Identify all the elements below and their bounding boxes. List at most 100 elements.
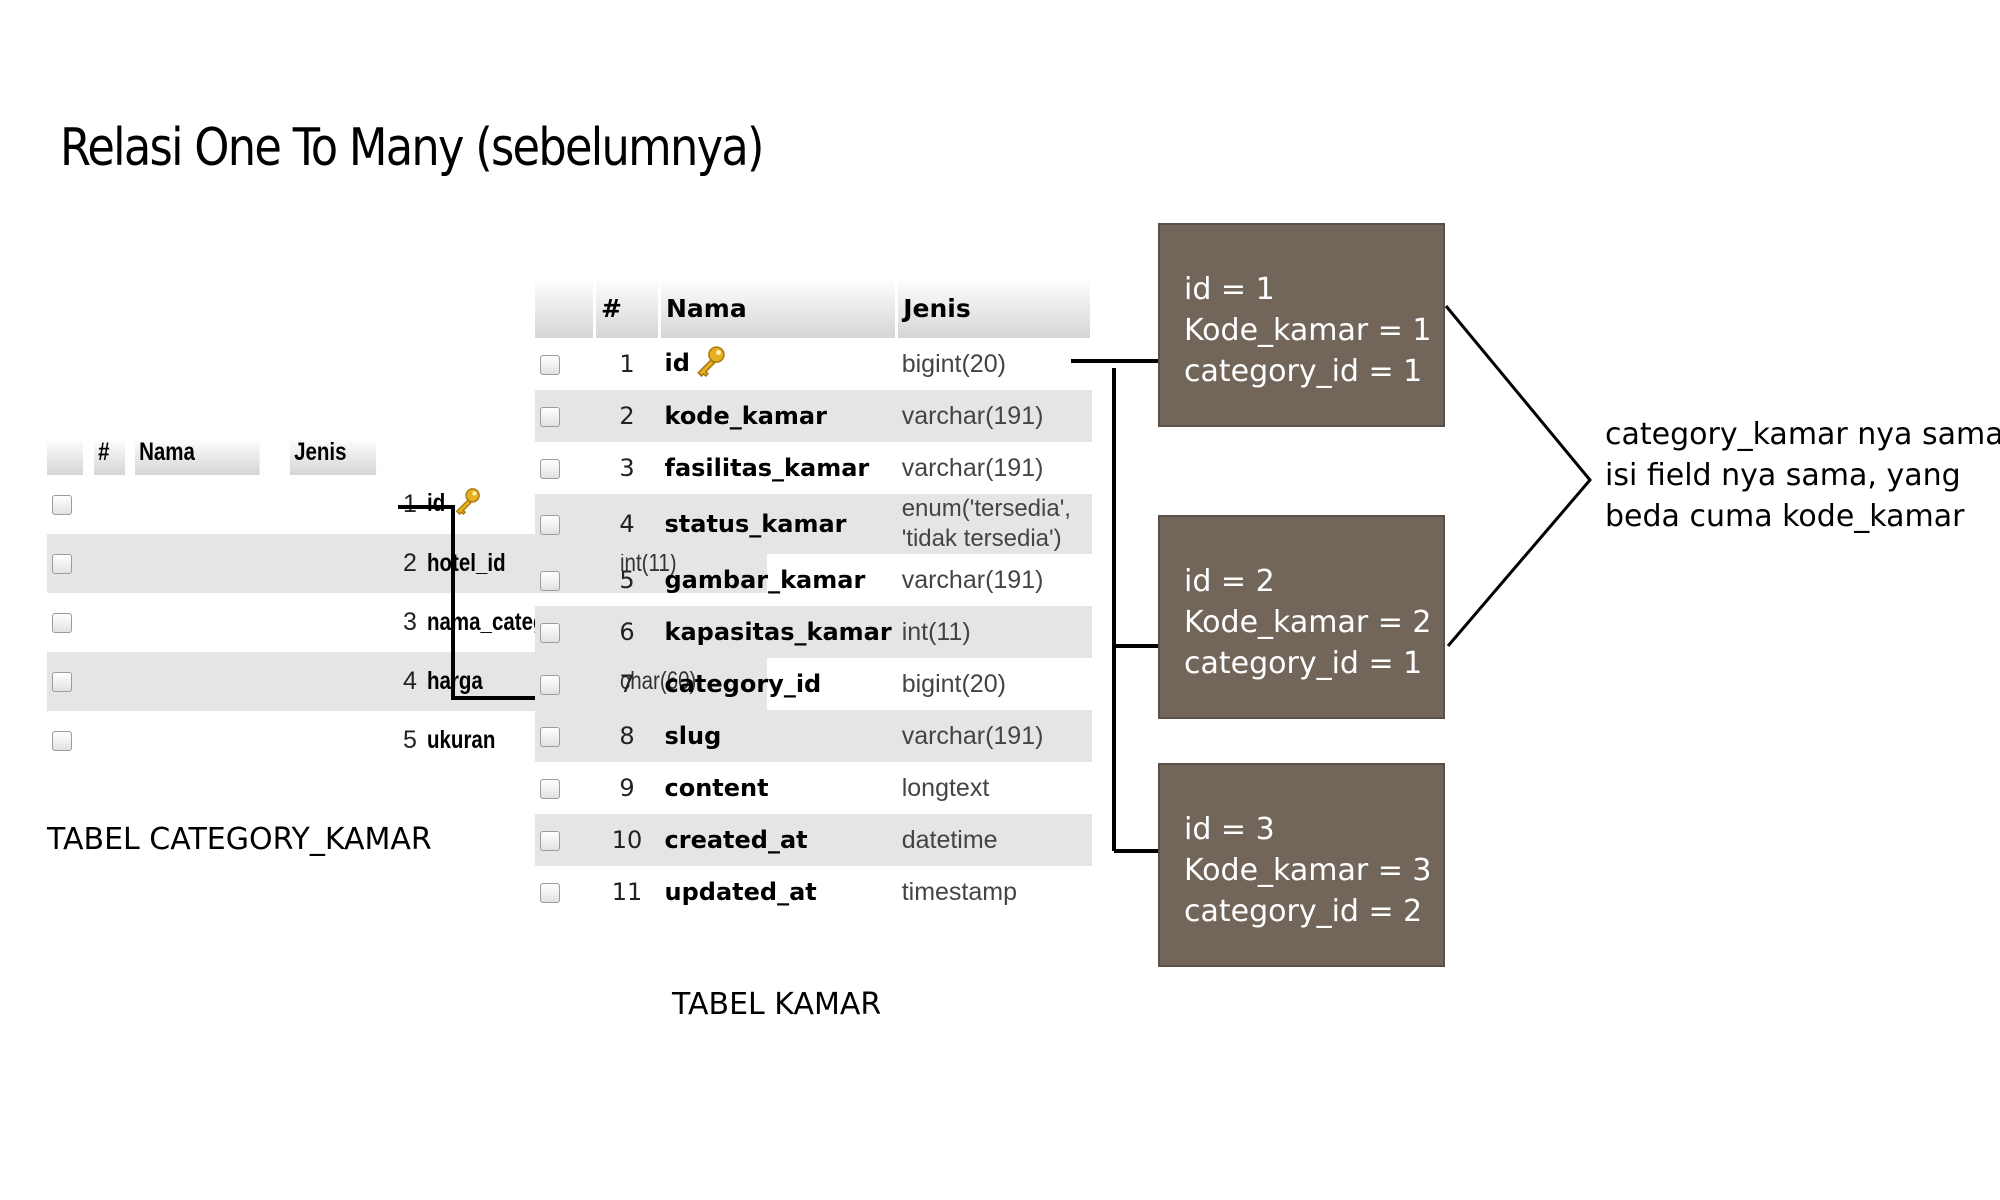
record-box-1: id = 1 Kode_kamar = 1 category_id = 1 — [1158, 223, 1445, 427]
field-name: slug — [664, 722, 722, 750]
row-number: 7 — [619, 670, 635, 698]
row-checkbox[interactable] — [540, 831, 560, 851]
field-name-cell: id — [660, 338, 897, 390]
note-bracket — [1444, 305, 1592, 647]
field-type-cell: bigint(20) — [897, 338, 1092, 390]
field-type-cell: varchar(191) — [897, 442, 1092, 494]
field-type: varchar(191) — [901, 721, 1044, 750]
field-type-cell: longtext — [897, 762, 1092, 814]
row-checkbox[interactable] — [540, 779, 560, 799]
field-name: updated_at — [664, 878, 817, 906]
row-checkbox[interactable] — [540, 675, 560, 695]
field-name-cell: category_id — [660, 658, 897, 710]
header-type: Jenis — [896, 278, 1094, 338]
field-name: content — [664, 774, 769, 802]
row-checkbox[interactable] — [52, 554, 72, 575]
row-checkbox-cell — [47, 652, 398, 711]
row-checkbox-cell — [535, 814, 595, 866]
field-name-cell: status_kamar — [659, 494, 897, 554]
row-checkbox-cell — [535, 710, 595, 762]
row-checkbox[interactable] — [540, 623, 560, 643]
field-name: status_kamar — [664, 510, 847, 538]
field-type: timestamp — [901, 877, 1018, 906]
row-number: 6 — [594, 606, 660, 658]
row-checkbox[interactable] — [52, 731, 72, 752]
table-header-row: # Nama Jenis — [535, 278, 1094, 338]
field-type: int(11) — [901, 617, 971, 646]
field-name-cell: kapasitas_kamar — [659, 606, 897, 658]
field-type-cell: datetime — [896, 814, 1092, 866]
row-number: 5 — [619, 566, 635, 594]
field-type-cell: varchar(191) — [897, 554, 1092, 606]
row-checkbox-cell — [47, 593, 398, 652]
field-name-cell: slug — [659, 710, 897, 762]
row-number: 1 — [619, 350, 635, 378]
row-checkbox[interactable] — [540, 459, 560, 479]
record-box-2: id = 2 Kode_kamar = 2 category_id = 1 — [1158, 515, 1445, 719]
field-type: bigint(20) — [901, 669, 1006, 698]
field-type: datetime — [901, 825, 998, 854]
row-checkbox[interactable] — [52, 495, 72, 516]
note-line-1: category_kamar nya sama — [1605, 417, 2000, 452]
row-number: 10 — [594, 814, 660, 866]
field-type-cell: char(60) — [615, 652, 768, 711]
row-checkbox-cell — [535, 494, 595, 554]
row-checkbox-cell — [47, 534, 398, 593]
row-checkbox[interactable] — [52, 672, 72, 693]
field-type: varchar(191) — [901, 453, 1044, 482]
row-checkbox[interactable] — [52, 613, 72, 634]
row-checkbox-cell — [535, 606, 595, 658]
field-type-cell: timestamp — [897, 866, 1092, 918]
record-kode-kamar: Kode_kamar = 2 — [1184, 605, 1432, 640]
row-number: 5 — [403, 726, 417, 754]
row-checkbox-cell — [47, 711, 398, 770]
record-kode-kamar: Kode_kamar = 3 — [1184, 853, 1432, 888]
header-checkbox-col — [47, 438, 86, 475]
primary-key-icon — [694, 345, 726, 383]
row-number: 8 — [594, 710, 660, 762]
field-name-cell: gambar_kamar — [660, 554, 897, 606]
field-type: char(60) — [620, 667, 697, 695]
row-checkbox[interactable] — [540, 355, 560, 375]
field-type: varchar(191) — [901, 401, 1044, 430]
row-number: 4 — [594, 494, 660, 554]
row-checkbox[interactable] — [540, 515, 560, 535]
row-checkbox-cell — [535, 554, 595, 606]
field-name-cell: fasilitas_kamar — [660, 442, 897, 494]
field-name: created_at — [664, 826, 808, 854]
row-checkbox-cell — [47, 475, 398, 534]
row-checkbox[interactable] — [540, 407, 560, 427]
row-checkbox[interactable] — [540, 727, 560, 747]
row-checkbox-cell — [535, 762, 595, 814]
header-type: Jenis — [290, 438, 379, 475]
row-number: 4 — [398, 652, 422, 711]
field-name: kode_kamar — [664, 402, 827, 430]
row-number: 1 — [403, 490, 417, 518]
table-header-row: # Nama Jenis — [47, 438, 767, 475]
row-number: 3 — [619, 454, 635, 482]
explanation-note: category_kamar nya sama isi field nya sa… — [1605, 414, 2000, 537]
row-checkbox[interactable] — [540, 571, 560, 591]
primary-key-icon — [453, 487, 481, 522]
field-name-cell: content — [660, 762, 897, 814]
field-type-line-2: 'tidak tersedia') — [901, 525, 1062, 552]
field-type: varchar(191) — [901, 565, 1044, 594]
record-id: id = 3 — [1184, 812, 1275, 847]
field-name: hotel_id — [426, 549, 506, 577]
record-id: id = 1 — [1184, 272, 1275, 307]
category-table-caption: TABEL CATEGORY_KAMAR — [47, 822, 432, 857]
header-name: Nama — [659, 278, 899, 338]
row-checkbox[interactable] — [540, 883, 560, 903]
field-type: longtext — [901, 773, 990, 802]
row-checkbox-cell — [535, 442, 595, 494]
row-number: 3 — [403, 608, 417, 636]
field-name: fasilitas_kamar — [664, 454, 870, 482]
